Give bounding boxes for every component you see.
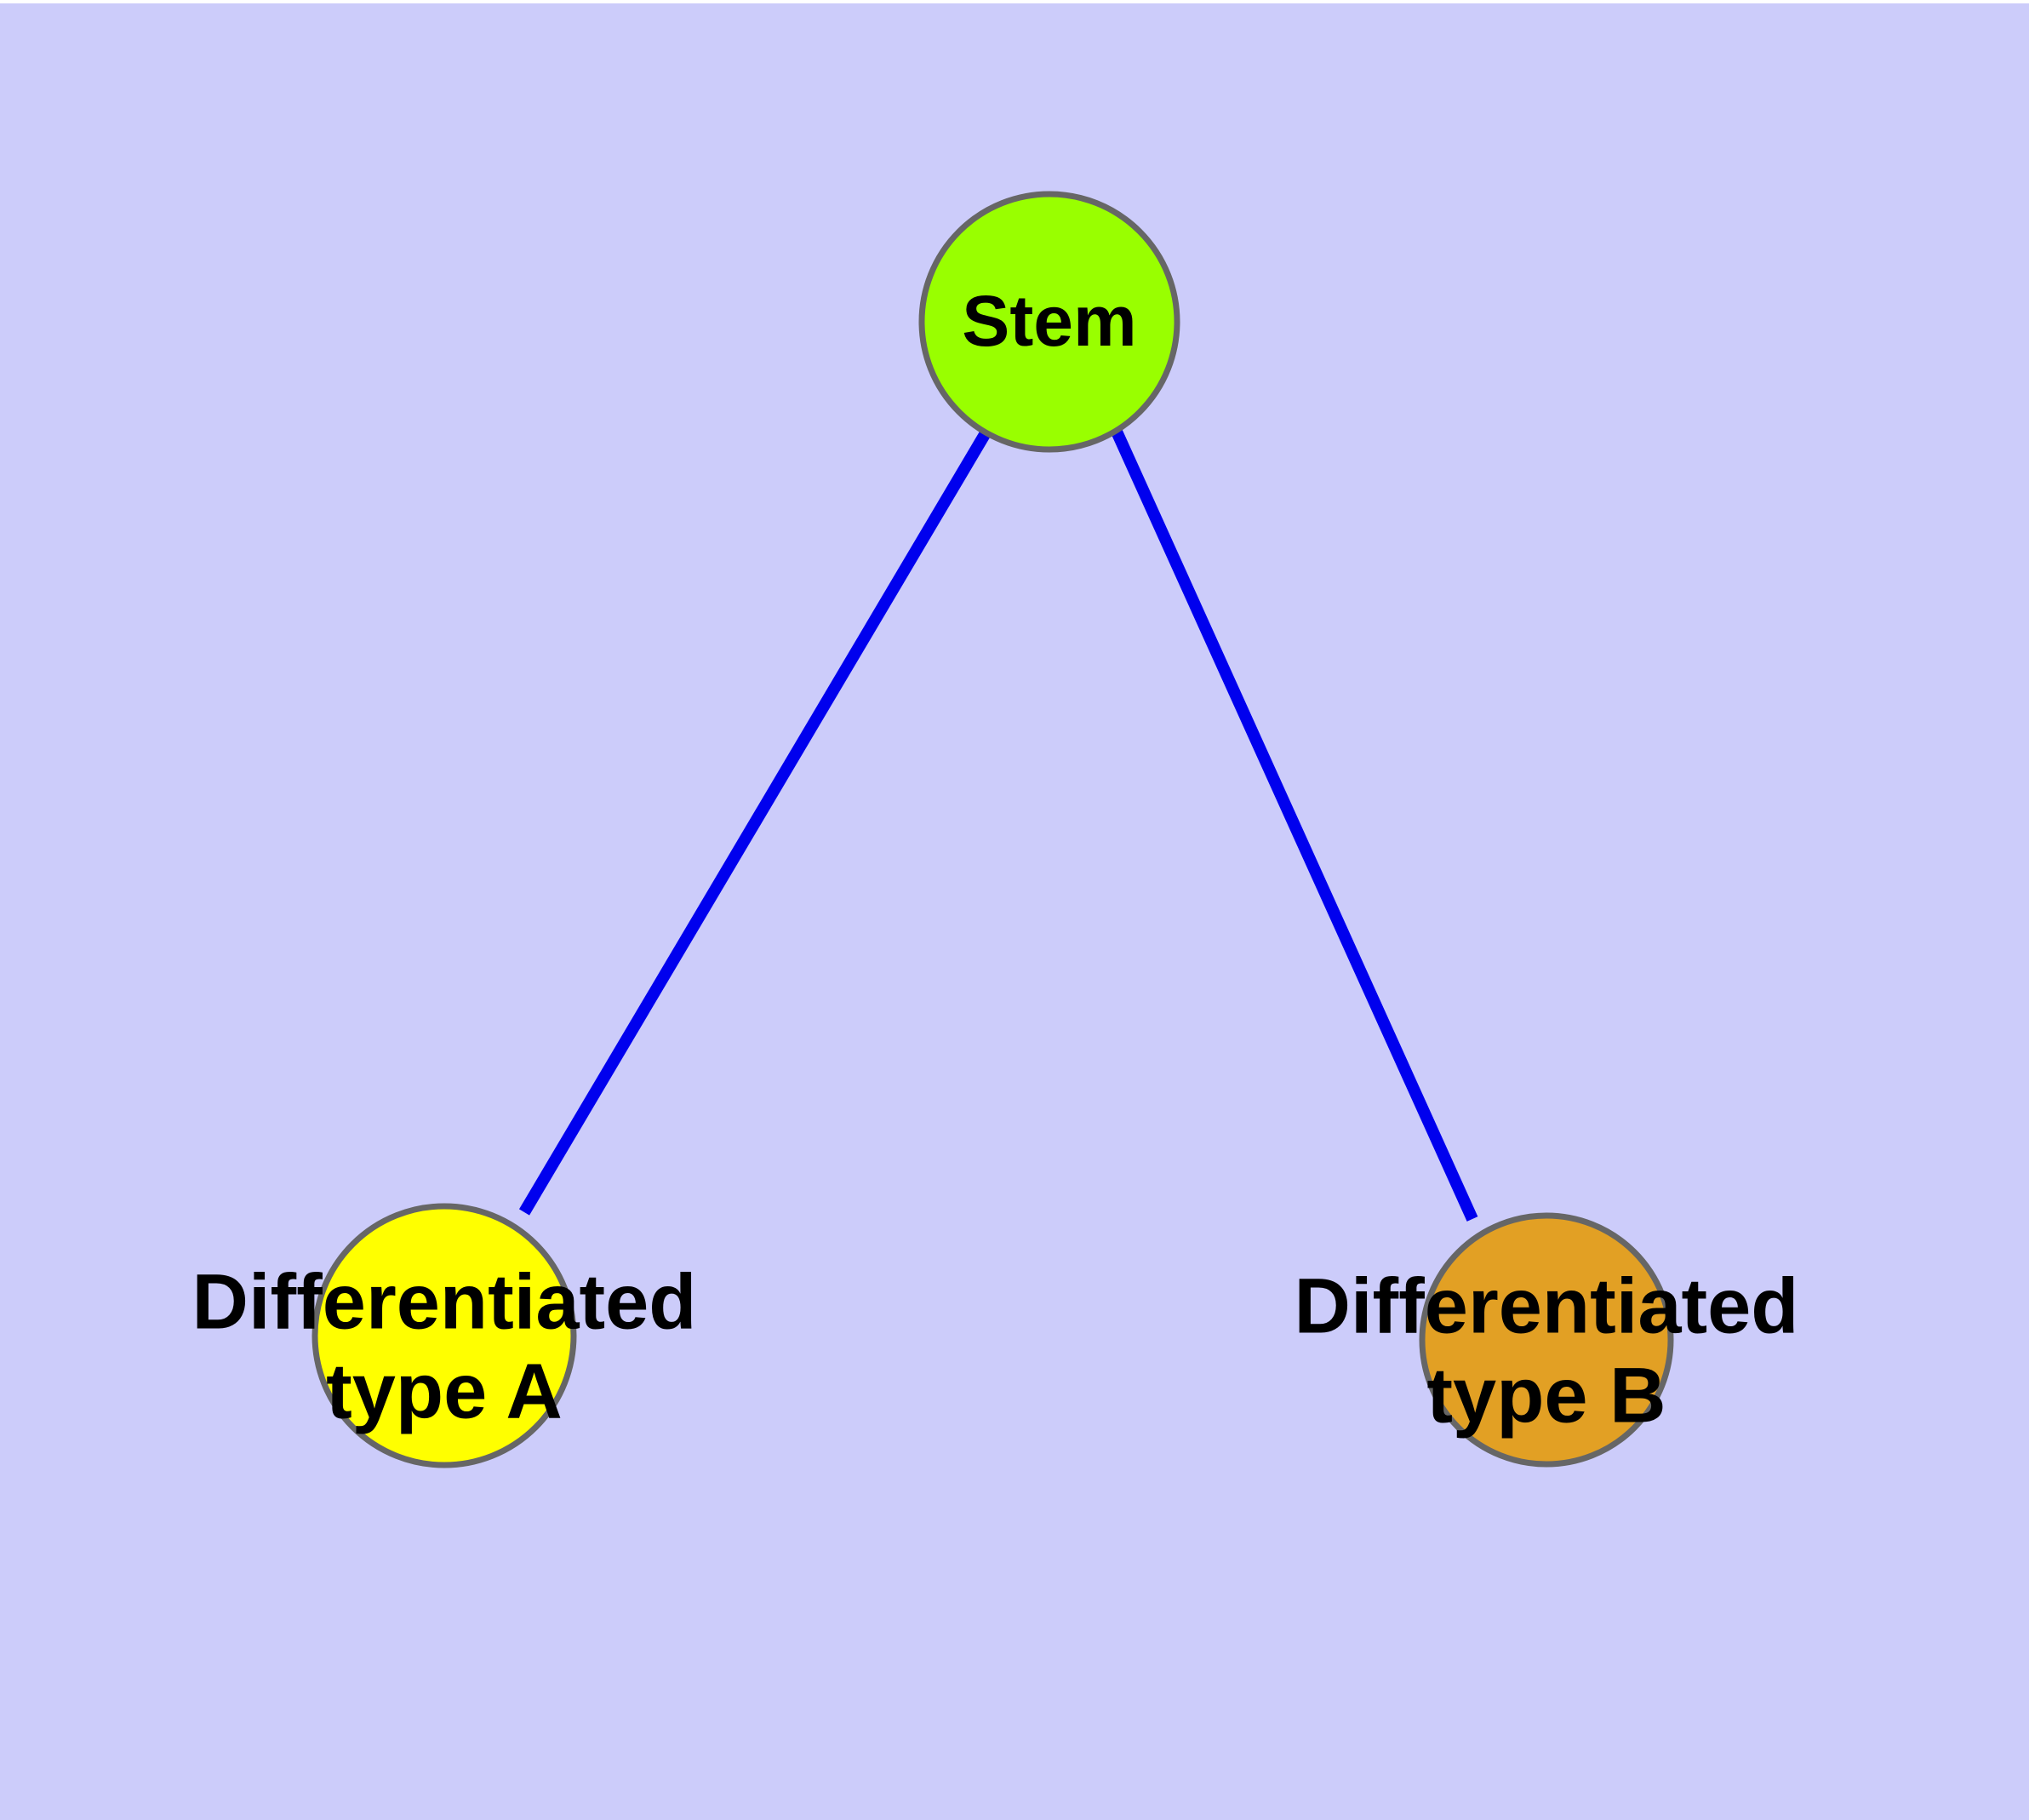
- node-differentiated-type-b[interactable]: Differentiated type B: [1295, 1212, 1799, 1468]
- diagram-plot-area: Stem Differentiated type A Differentiate…: [0, 3, 2029, 1820]
- edge-stem-to-differentiated-type-a[interactable]: [518, 428, 992, 1216]
- node-differentiated-type-a[interactable]: Differentiated type A: [192, 1203, 697, 1468]
- node-differentiated-type-a-label-line-2: type A: [326, 1348, 563, 1434]
- node-layer: Stem Differentiated type A Differentiate…: [192, 191, 1799, 1468]
- node-stem-circle[interactable]: [918, 191, 1180, 453]
- edge-stem-to-differentiated-type-b[interactable]: [1111, 429, 1478, 1222]
- edge-layer: [518, 428, 1478, 1222]
- graph-svg: Stem Differentiated type A Differentiate…: [192, 191, 1799, 1468]
- node-differentiated-type-b-label-line-1: Differentiated: [1295, 1262, 1799, 1349]
- node-differentiated-type-a-circle[interactable]: [311, 1203, 577, 1468]
- node-differentiated-type-a-label-line-1: Differentiated: [192, 1258, 697, 1345]
- node-stem[interactable]: Stem: [918, 191, 1180, 453]
- node-differentiated-type-b-circle[interactable]: [1419, 1212, 1674, 1468]
- node-differentiated-type-b-label-line-2: type B: [1426, 1352, 1666, 1439]
- node-stem-label: Stem: [962, 281, 1136, 361]
